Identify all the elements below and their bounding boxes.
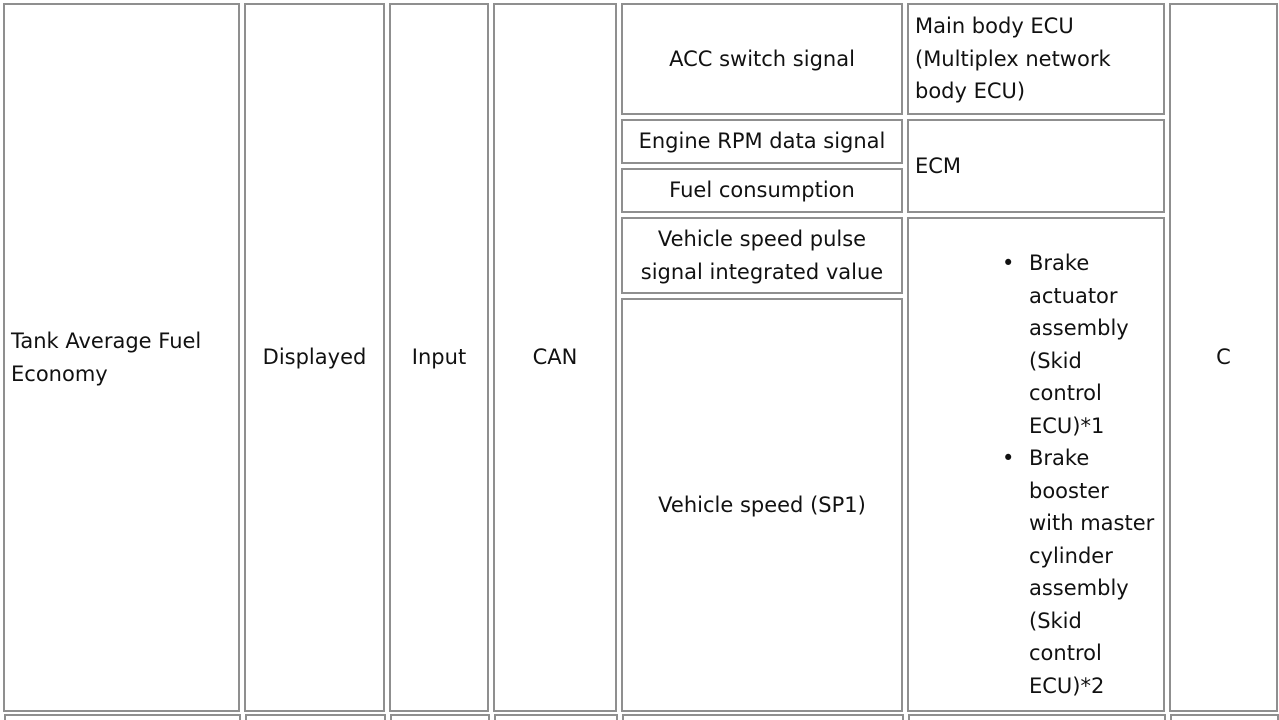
ecu-line: with master xyxy=(1029,511,1155,535)
next-row-cell-border xyxy=(494,714,618,720)
ecu-line: (Skid xyxy=(1029,348,1082,373)
comm-cell: CAN xyxy=(493,3,617,712)
next-row-cell-border xyxy=(908,714,1166,720)
io-type: Input xyxy=(411,345,467,370)
source-line: (Multiplex network xyxy=(915,46,1111,71)
ecu-line: ECU)*2 xyxy=(1029,673,1105,698)
ecu-line: actuator xyxy=(1029,283,1118,308)
signal-cell: Engine RPM data signal xyxy=(621,119,903,164)
item-name: Tank Average Fuel Economy xyxy=(11,329,202,386)
ecu-line: assembly xyxy=(1029,576,1129,600)
comm-type: CAN xyxy=(532,345,578,370)
next-row-cell-border xyxy=(1170,714,1279,720)
next-row-cell-border xyxy=(622,714,904,720)
ecu-line: assembly xyxy=(1029,316,1129,340)
signal-cell: Fuel consumption xyxy=(621,168,903,213)
signal-name: Vehicle speed (SP1) xyxy=(658,492,866,517)
source-cell: Main body ECU (Multiplex network body EC… xyxy=(907,3,1165,115)
source-name: ECM xyxy=(915,153,962,178)
display-status: Displayed xyxy=(262,345,367,370)
ecu-line: Brake xyxy=(1029,446,1090,470)
source-line: Main body ECU xyxy=(915,14,1074,39)
signal-cell: Vehicle speed pulse signal integrated va… xyxy=(621,217,903,294)
signal-name: Fuel consumption xyxy=(669,178,855,203)
bullet-icon: • xyxy=(1002,251,1015,275)
code-cell: C xyxy=(1169,3,1278,712)
signal-name: ACC switch signal xyxy=(669,46,855,71)
item-cell: Tank Average Fuel Economy xyxy=(3,3,240,712)
source-cell: ECM xyxy=(907,119,1165,213)
source-line: body ECU) xyxy=(915,79,1026,104)
signal-name: Engine RPM data signal xyxy=(638,129,886,154)
next-row-cell-border xyxy=(4,714,241,720)
display-cell: Displayed xyxy=(244,3,385,712)
signal-cell: ACC switch signal xyxy=(621,3,903,115)
signal-name-line: Vehicle speed pulse xyxy=(657,227,867,251)
ecu-list-item: • Brake booster with master cylinder ass… xyxy=(1002,442,1163,702)
ecu-line: booster xyxy=(1029,478,1109,503)
code-value: C xyxy=(1216,345,1231,370)
ecu-line: Brake xyxy=(1029,251,1090,275)
next-row-border xyxy=(0,713,1279,720)
ecu-line: control xyxy=(1029,381,1102,405)
source-cell: • Brake actuator assembly (Skid control … xyxy=(907,217,1165,712)
bullet-icon: • xyxy=(1002,446,1015,470)
io-cell: Input xyxy=(389,3,489,712)
ecu-line: cylinder xyxy=(1029,543,1113,568)
ecu-list: • Brake actuator assembly (Skid control … xyxy=(909,247,1163,702)
next-row-cell-border xyxy=(390,714,490,720)
ecu-line: ECU)*1 xyxy=(1029,413,1105,438)
ecu-list-item: • Brake actuator assembly (Skid control … xyxy=(1002,247,1163,442)
signal-name-line: signal integrated value xyxy=(640,259,884,284)
signal-cell: Vehicle speed (SP1) xyxy=(621,298,903,712)
ecu-line: control xyxy=(1029,641,1102,665)
ecu-line: (Skid xyxy=(1029,608,1082,633)
next-row-cell-border xyxy=(245,714,386,720)
